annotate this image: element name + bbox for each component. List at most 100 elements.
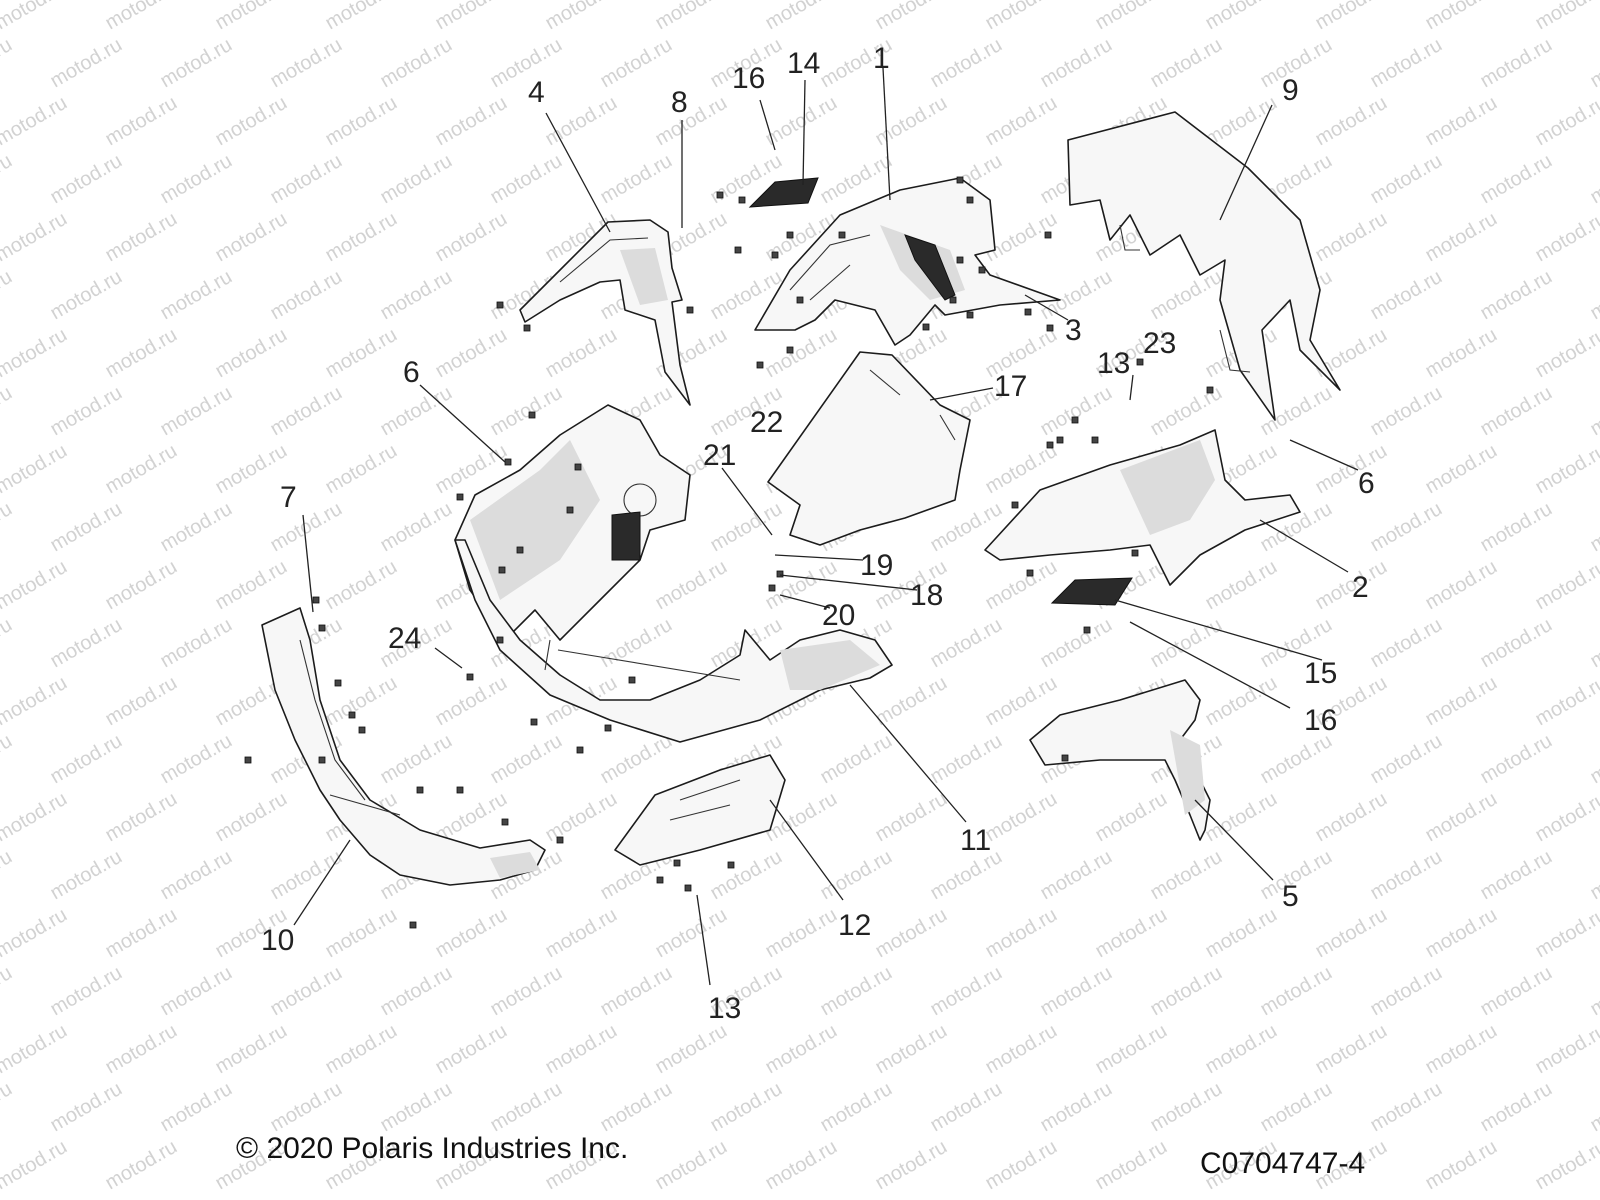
- fastener-mark: [949, 296, 957, 304]
- fastener-mark: [727, 861, 735, 869]
- watermark-text: motod.ru: [1147, 846, 1226, 905]
- fastener-mark: [776, 570, 784, 578]
- watermark-text: motod.ru: [1092, 1136, 1171, 1195]
- callout-24: 24: [388, 622, 421, 655]
- fastener-mark: [318, 756, 326, 764]
- watermark-text: motod.ru: [1477, 730, 1556, 789]
- callout-4: 4: [528, 76, 545, 109]
- watermark-text: motod.ru: [1147, 34, 1226, 93]
- watermark-text: motod.ru: [1587, 730, 1600, 789]
- watermark-text: motod.ru: [1422, 556, 1501, 615]
- part-17-floor-panel: [767, 351, 971, 546]
- watermark-text: motod.ru: [47, 382, 126, 441]
- watermark-text: motod.ru: [432, 1020, 511, 1079]
- watermark-text: motod.ru: [487, 34, 566, 93]
- watermark-text: motod.ru: [652, 904, 731, 963]
- watermark-text: motod.ru: [1202, 672, 1281, 731]
- fastener-mark: [466, 673, 474, 681]
- callout-6-left: 6: [403, 356, 420, 389]
- fastener-mark: [516, 546, 524, 554]
- watermark-text: motod.ru: [267, 962, 346, 1021]
- fastener-mark: [416, 786, 424, 794]
- part-1-hood-section: [754, 177, 1061, 346]
- callout-5: 5: [1282, 880, 1299, 913]
- watermark-text: motod.ru: [1477, 614, 1556, 673]
- watermark-text: motod.ru: [1477, 1194, 1556, 1200]
- callout-16-top: 16: [732, 62, 765, 95]
- watermark-text: motod.ru: [1147, 1078, 1226, 1137]
- fastener-mark: [1056, 436, 1064, 444]
- fastener-mark: [956, 176, 964, 184]
- watermark-text: motod.ru: [1312, 904, 1391, 963]
- watermark-text: motod.ru: [102, 92, 181, 151]
- watermark-text: motod.ru: [1367, 1194, 1446, 1200]
- fastener-mark: [1044, 231, 1052, 239]
- watermark-text: motod.ru: [212, 556, 291, 615]
- callout-21: 21: [703, 439, 736, 472]
- watermark-text: motod.ru: [102, 1136, 181, 1195]
- watermark-text: motod.ru: [1367, 730, 1446, 789]
- watermark-text: motod.ru: [872, 904, 951, 963]
- watermark-text: motod.ru: [1092, 904, 1171, 963]
- callout-labels: 1 2 3 4 5 6 6 7 8 9 10 11 12 13 13 14 15…: [261, 42, 1375, 1025]
- fastener-mark: [498, 566, 506, 574]
- watermark-text: motod.ru: [0, 1194, 16, 1200]
- watermark-text: motod.ru: [1257, 1078, 1336, 1137]
- watermark-text: motod.ru: [982, 1136, 1061, 1195]
- watermark-text: motod.ru: [927, 962, 1006, 1021]
- fastener-mark: [716, 191, 724, 199]
- watermark-text: motod.ru: [927, 730, 1006, 789]
- watermark-text: motod.ru: [0, 962, 16, 1021]
- watermark-text: motod.ru: [1092, 0, 1171, 34]
- callout-7: 7: [280, 481, 297, 514]
- watermark-text: motod.ru: [47, 498, 126, 557]
- watermark-text: motod.ru: [762, 0, 841, 34]
- watermark-text: motod.ru: [1202, 0, 1281, 34]
- watermark-text: motod.ru: [1422, 1020, 1501, 1079]
- watermark-text: motod.ru: [1477, 34, 1556, 93]
- watermark-text: motod.ru: [542, 788, 621, 847]
- watermark-text: motod.ru: [707, 1194, 786, 1200]
- watermark-text: motod.ru: [542, 324, 621, 383]
- fastener-mark: [523, 324, 531, 332]
- fastener-mark: [528, 411, 536, 419]
- fastener-mark: [566, 506, 574, 514]
- watermark-text: motod.ru: [0, 730, 16, 789]
- fastener-mark: [966, 196, 974, 204]
- watermark-text: motod.ru: [212, 92, 291, 151]
- watermark-text: motod.ru: [1477, 382, 1556, 441]
- fastener-mark: [501, 818, 509, 826]
- watermark-text: motod.ru: [0, 92, 71, 151]
- watermark-text: motod.ru: [762, 904, 841, 963]
- fastener-mark: [496, 301, 504, 309]
- callout-9: 9: [1282, 74, 1299, 107]
- fastener-mark: [504, 458, 512, 466]
- part-10-front-bumper: [261, 607, 546, 886]
- watermark-text: motod.ru: [487, 150, 566, 209]
- watermark-text: motod.ru: [1312, 0, 1391, 34]
- watermark-text: motod.ru: [1422, 92, 1501, 151]
- watermark-text: motod.ru: [212, 1020, 291, 1079]
- watermark-text: motod.ru: [487, 730, 566, 789]
- fastener-mark: [530, 718, 538, 726]
- watermark-text: motod.ru: [1587, 34, 1600, 93]
- watermark-text: motod.ru: [1587, 614, 1600, 673]
- watermark-text: motod.ru: [982, 556, 1061, 615]
- watermark-text: motod.ru: [1367, 34, 1446, 93]
- watermark-text: motod.ru: [0, 266, 16, 325]
- fastener-mark: [1206, 386, 1214, 394]
- watermark-text: motod.ru: [1312, 92, 1391, 151]
- fastener-mark: [312, 596, 320, 604]
- watermark-text: motod.ru: [1477, 846, 1556, 905]
- fastener-mark: [576, 746, 584, 754]
- watermark-text: motod.ru: [707, 498, 786, 557]
- watermark-text: motod.ru: [762, 1020, 841, 1079]
- part-6-inner-panel: [454, 404, 691, 641]
- watermark-text: motod.ru: [322, 440, 401, 499]
- fastener-mark: [318, 624, 326, 632]
- watermark-text: motod.ru: [0, 498, 16, 557]
- fastener-mark: [673, 859, 681, 867]
- watermark-text: motod.ru: [1477, 962, 1556, 1021]
- watermark-text: motod.ru: [157, 266, 236, 325]
- watermark-text: motod.ru: [1367, 846, 1446, 905]
